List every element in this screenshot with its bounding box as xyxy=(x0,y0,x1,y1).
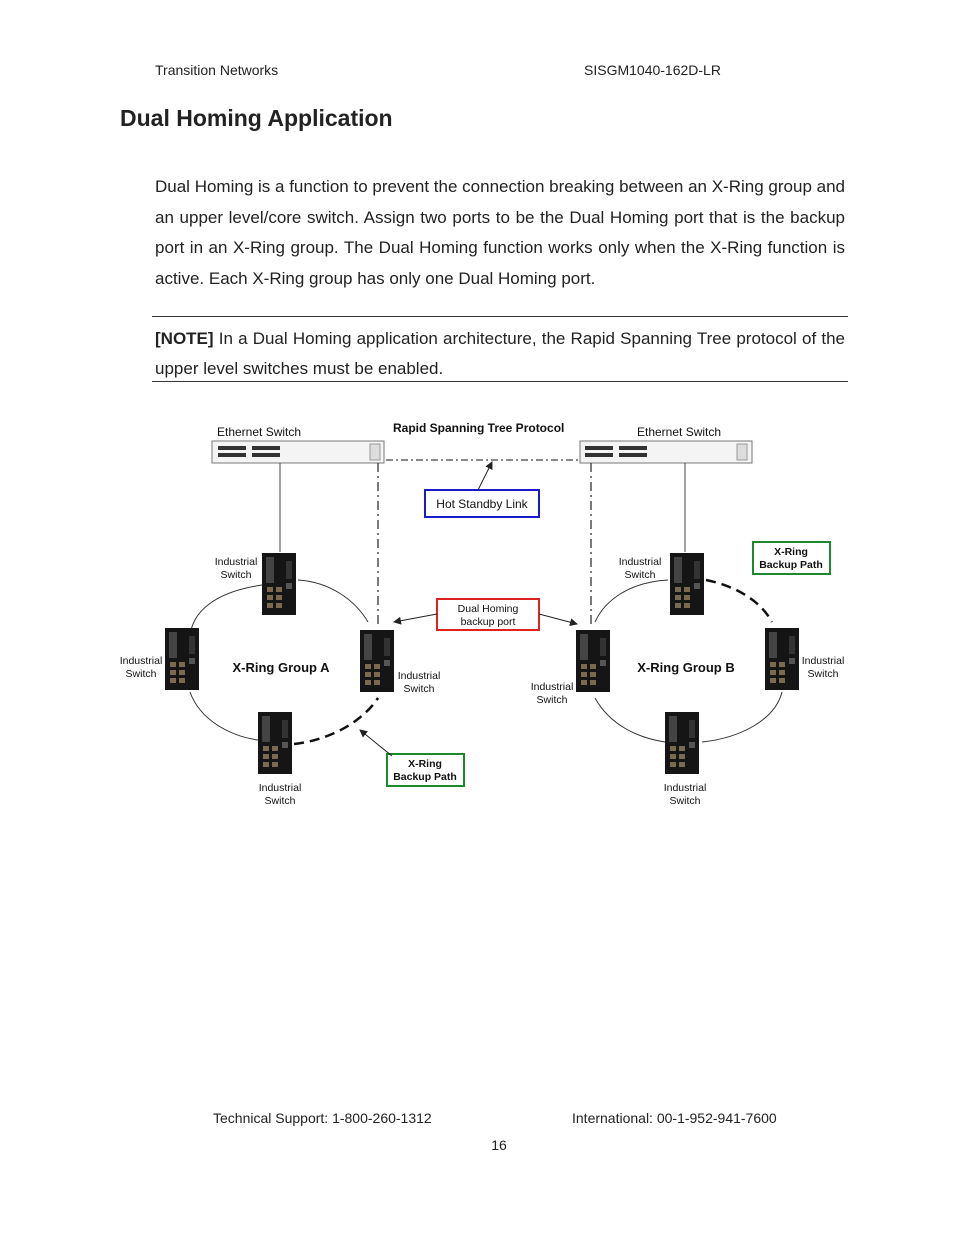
hot-standby-callout xyxy=(424,489,540,518)
ethernet-switch-right xyxy=(579,440,753,464)
footer-support: Technical Support: 1-800-260-1312 xyxy=(213,1110,432,1126)
backup-path-callout-b xyxy=(752,541,831,575)
ring-a-segment xyxy=(189,584,263,641)
ethernet-switch-left xyxy=(211,440,385,464)
hot-standby-arrow xyxy=(477,461,493,491)
left-ethernet-switch-label: Ethernet Switch xyxy=(217,425,301,439)
backup-path-a-line1: X-Ring xyxy=(408,758,442,770)
ring-a-segment xyxy=(189,691,259,741)
industrial-label-b-bottom-1: Industrial xyxy=(664,782,707,794)
dual-homing-label-line1: Dual Homing xyxy=(458,603,519,615)
note-label: [NOTE] xyxy=(155,329,214,348)
industrial-switch-b-right xyxy=(765,628,799,690)
hot-standby-label: Hot Standby Link xyxy=(436,497,528,511)
industrial-label-a-top-1: Industrial xyxy=(215,556,258,568)
industrial-label-a-right-2: Switch xyxy=(404,683,435,695)
industrial-switch-a-bottom xyxy=(258,712,292,774)
note-top-rule xyxy=(152,316,848,317)
industrial-label-a-bottom-1: Industrial xyxy=(259,782,302,794)
industrial-label-b-top-1: Industrial xyxy=(619,556,662,568)
industrial-switch-b-bottom xyxy=(665,712,699,774)
ring-b-segment xyxy=(594,579,669,623)
ring-b-segment xyxy=(594,697,666,743)
industrial-label-b-right-1: Industrial xyxy=(802,655,845,667)
group-b-label: X-Ring Group B xyxy=(637,660,735,675)
dual-homing-diagram: Ethernet Switch Ethernet Switch Rapid Sp… xyxy=(120,421,845,807)
backup-path-b-line2: Backup Path xyxy=(759,559,823,571)
group-a-label: X-Ring Group A xyxy=(232,660,330,675)
industrial-switch-b-top xyxy=(670,553,704,615)
industrial-label-a-right-1: Industrial xyxy=(398,670,441,682)
industrial-label-b-right-2: Switch xyxy=(808,668,839,680)
industrial-label-a-left-1: Industrial xyxy=(120,655,163,667)
industrial-label-b-top-2: Switch xyxy=(625,569,656,581)
ring-b-segment xyxy=(701,691,783,743)
industrial-switch-b-left xyxy=(576,630,610,692)
right-ethernet-switch-label: Ethernet Switch xyxy=(637,425,721,439)
backup-path-a-arrow xyxy=(359,729,393,757)
dual-homing-arrow-left xyxy=(393,613,438,625)
backup-path-b-line1: X-Ring xyxy=(774,546,808,558)
header-company: Transition Networks xyxy=(155,62,279,78)
backup-path-a-line2: Backup Path xyxy=(393,771,457,783)
page-number: 16 xyxy=(491,1137,507,1153)
ring-a-backup-path xyxy=(293,697,380,746)
header-model: SISGM1040-162D-LR xyxy=(584,62,721,78)
rstp-label: Rapid Spanning Tree Protocol xyxy=(393,421,564,435)
backup-path-callout-a xyxy=(386,753,465,787)
industrial-label-a-left-2: Switch xyxy=(126,668,157,680)
note-text: In a Dual Homing application architectur… xyxy=(155,329,845,378)
industrial-label-b-left-2: Switch xyxy=(537,694,568,706)
ring-a-segment xyxy=(297,579,369,623)
body-paragraph: Dual Homing is a function to prevent the… xyxy=(155,177,845,288)
industrial-switch-a-top xyxy=(262,553,296,615)
dual-homing-arrow-right xyxy=(538,613,578,627)
note-box: [NOTE] In a Dual Homing application arch… xyxy=(155,324,845,384)
section-title: Dual Homing Application xyxy=(120,105,393,131)
dual-homing-label-line2: backup port xyxy=(461,616,516,628)
industrial-label-b-left-1: Industrial xyxy=(531,681,574,693)
industrial-label-a-top-2: Switch xyxy=(221,569,252,581)
ring-b-backup-path xyxy=(705,578,774,623)
footer-international: International: 00-1-952-941-7600 xyxy=(572,1110,777,1126)
industrial-label-a-bottom-2: Switch xyxy=(265,795,296,807)
industrial-switch-a-left xyxy=(165,628,199,690)
industrial-switch-a-right xyxy=(360,630,394,692)
note-bottom-rule xyxy=(152,381,848,382)
industrial-label-b-bottom-2: Switch xyxy=(670,795,701,807)
